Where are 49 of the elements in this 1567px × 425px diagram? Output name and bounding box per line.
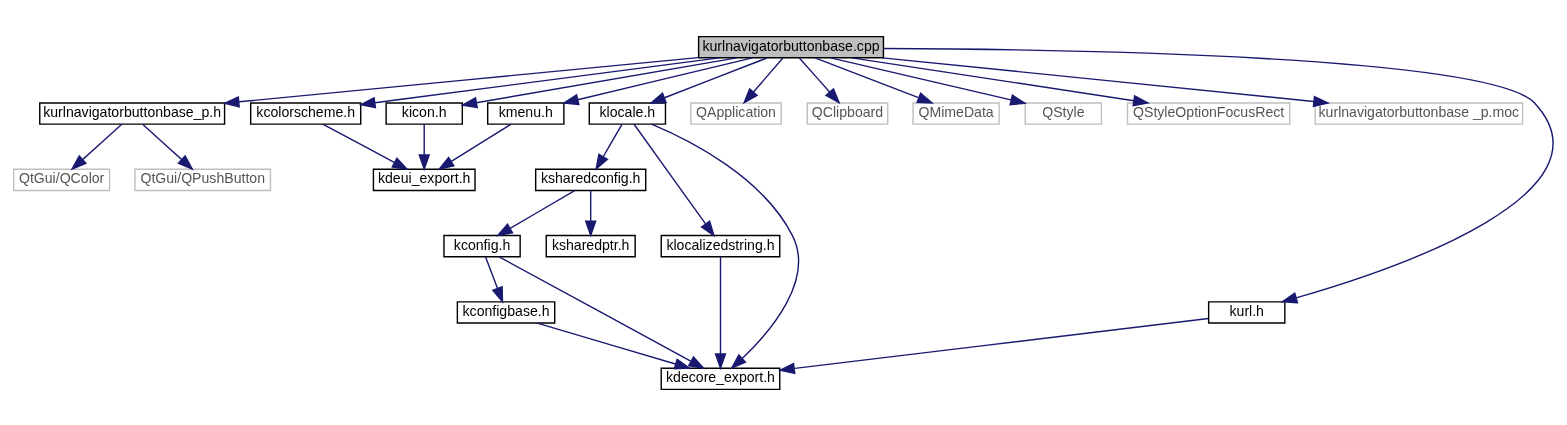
arrow xyxy=(851,56,1150,107)
arrow xyxy=(222,56,699,108)
node-box: kconfig.h xyxy=(443,234,521,257)
node-box: kdeui_export.h xyxy=(372,168,476,191)
arrow xyxy=(561,56,754,105)
node-box: QStyleOptionFocusRect xyxy=(1126,101,1291,125)
node-box: kconfigbase.h xyxy=(456,300,556,324)
arrow xyxy=(437,123,512,170)
node-box: kurlnavigatorbuttonbase_p.h xyxy=(39,101,226,125)
arrow xyxy=(829,56,1028,106)
arrow xyxy=(778,317,1210,374)
node-box: QMimeData xyxy=(912,101,1000,125)
node-box: QClipboard xyxy=(806,101,889,125)
node-box: QStyle xyxy=(1024,101,1103,125)
node-box: QtGui/QPushButton xyxy=(134,168,272,191)
node-box: klocale.h xyxy=(588,101,667,125)
node-box: kurl.h xyxy=(1207,300,1286,324)
node-box: ksharedconfig.h xyxy=(534,168,647,191)
arrow xyxy=(498,255,706,369)
arrow xyxy=(714,255,727,370)
node-box: kicon.h xyxy=(385,101,463,125)
arrow xyxy=(484,255,504,304)
arrow xyxy=(418,123,431,171)
node-box: kurlnavigatorbuttonbase _p.moc xyxy=(1314,101,1524,125)
arrow xyxy=(633,123,716,237)
arrow xyxy=(70,123,123,170)
arrow xyxy=(814,56,935,104)
arrow xyxy=(584,189,597,237)
node-box: QtGui/QColor xyxy=(12,168,111,191)
node-box: QApplication xyxy=(690,101,782,125)
arrow xyxy=(881,56,1331,107)
arrow xyxy=(141,123,194,170)
arrow xyxy=(882,47,1554,303)
arrow xyxy=(595,123,623,171)
node-box: klocalizedstring.h xyxy=(660,234,781,257)
node-box: kcolorscheme.h xyxy=(249,101,362,125)
node-box: kurlnavigatorbuttonbase.cpp xyxy=(697,35,885,58)
arrow xyxy=(742,56,784,104)
arrow xyxy=(649,56,768,104)
arrow xyxy=(536,321,692,370)
arrow xyxy=(798,56,841,104)
node-box: ksharedptr.h xyxy=(545,234,636,257)
arrow xyxy=(322,123,409,170)
arrow xyxy=(358,56,721,109)
node-box: kdecore_export.h xyxy=(660,367,781,390)
arrow xyxy=(460,56,738,108)
arrow xyxy=(495,189,576,237)
node-box: kmenu.h xyxy=(487,101,565,125)
arrow xyxy=(650,122,800,369)
